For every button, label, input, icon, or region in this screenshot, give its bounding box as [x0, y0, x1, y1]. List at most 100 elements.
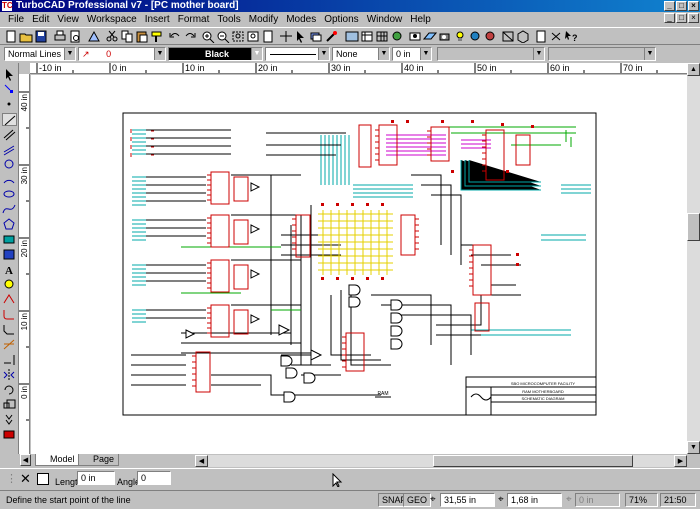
zoom-in-icon[interactable]: [201, 30, 215, 43]
rectangle-tool-icon[interactable]: [2, 233, 17, 246]
trim-tool-icon[interactable]: [2, 338, 17, 351]
menu-edit[interactable]: Edit: [32, 13, 50, 25]
horizontal-scrollbar[interactable]: ◀ ▶: [195, 455, 687, 467]
horizontal-scroll-thumb[interactable]: [433, 455, 633, 467]
menu-modes[interactable]: Modes: [286, 13, 317, 25]
zoom-extents-icon[interactable]: [246, 30, 260, 43]
page-setup-icon[interactable]: [534, 30, 548, 43]
menu-workspace[interactable]: Workspace: [86, 13, 137, 25]
library-icon[interactable]: [360, 30, 374, 43]
new-file-icon[interactable]: [4, 30, 18, 43]
context-help-icon[interactable]: ?: [564, 30, 578, 43]
open-folder-icon[interactable]: [19, 30, 33, 43]
doc-close-button[interactable]: ×: [688, 13, 699, 23]
length-field[interactable]: 0 in: [77, 471, 115, 485]
dimension-tool-icon[interactable]: [2, 278, 17, 291]
menu-tools[interactable]: Tools: [217, 13, 241, 25]
menu-view[interactable]: View: [57, 13, 79, 25]
menu-options[interactable]: Options: [324, 13, 359, 25]
parallel-line-icon[interactable]: [2, 143, 17, 156]
mirror-tool-icon[interactable]: [2, 368, 17, 381]
hatch-tool-icon[interactable]: [2, 248, 17, 261]
symbol-tool-icon[interactable]: [2, 293, 17, 306]
select-tool-icon[interactable]: [2, 68, 17, 81]
layer-dropdown[interactable]: ▼: [437, 47, 545, 61]
minimize-button[interactable]: _: [664, 1, 675, 11]
menu-insert[interactable]: Insert: [144, 13, 170, 25]
snap-toggle[interactable]: SNAP: [378, 493, 411, 507]
turbocad-app-icon[interactable]: TC: [2, 1, 13, 11]
extend-tool-icon[interactable]: [2, 353, 17, 366]
menu-format[interactable]: Format: [177, 13, 210, 25]
fill-dropdown[interactable]: None ▼: [332, 47, 390, 61]
style-dropdown[interactable]: ▼: [548, 47, 656, 61]
render-icon[interactable]: [390, 30, 404, 43]
table-icon[interactable]: [37, 473, 49, 485]
format-painter-icon[interactable]: [150, 30, 164, 43]
line-pattern-dropdown[interactable]: ▼: [265, 47, 330, 61]
view-icon[interactable]: [408, 30, 422, 43]
geo-toggle[interactable]: GEO: [403, 493, 432, 507]
zoom-out-icon[interactable]: [216, 30, 230, 43]
pan-icon[interactable]: [279, 30, 293, 43]
fillet-tool-icon[interactable]: [2, 308, 17, 321]
grid-icon[interactable]: [375, 30, 389, 43]
copy-icon[interactable]: [120, 30, 134, 43]
measure-tool-icon[interactable]: [2, 428, 17, 441]
scroll-right-arrow-icon[interactable]: ▶: [674, 455, 687, 467]
vertical-scrollbar[interactable]: ▲ ▼: [687, 63, 700, 454]
scroll-down-arrow-icon[interactable]: ▼: [687, 441, 700, 454]
tab-model[interactable]: Model: [35, 454, 80, 466]
camera-icon[interactable]: [438, 30, 452, 43]
zoom-window-icon[interactable]: [231, 30, 245, 43]
node-select-icon[interactable]: [2, 83, 17, 96]
workplane-icon[interactable]: [423, 30, 437, 43]
close-button[interactable]: ×: [688, 1, 699, 11]
color-dropdown[interactable]: Black ▼: [168, 47, 263, 61]
schematic-drawing[interactable]: SBO MICROCOMPUTER FACILITY RAM MOTHERBOA…: [31, 75, 687, 454]
maximize-button[interactable]: □: [676, 1, 687, 11]
undo-icon[interactable]: [168, 30, 182, 43]
point-tool-icon[interactable]: [2, 98, 17, 111]
polygon-tool-icon[interactable]: [2, 218, 17, 231]
menu-help[interactable]: Help: [410, 13, 431, 25]
array-tool-icon[interactable]: [2, 413, 17, 426]
wireframe-icon[interactable]: [516, 30, 530, 43]
text-tool-icon[interactable]: A: [2, 263, 17, 276]
scroll-up-arrow-icon[interactable]: ▲: [687, 63, 700, 76]
thickness-dropdown[interactable]: 0 in ▼: [392, 47, 432, 61]
tab-page[interactable]: Page: [78, 454, 120, 466]
curve-tool-icon[interactable]: [2, 203, 17, 216]
menu-file[interactable]: File: [8, 13, 25, 25]
vertical-scroll-thumb[interactable]: [687, 213, 700, 241]
zoom-page-icon[interactable]: [261, 30, 275, 43]
line-style-dropdown[interactable]: Normal Lines ▼: [4, 47, 76, 61]
redo-icon[interactable]: [183, 30, 197, 43]
shaded-icon[interactable]: [483, 30, 497, 43]
drafting-icon[interactable]: [87, 30, 101, 43]
scale-tool-icon[interactable]: [2, 398, 17, 411]
layers-icon[interactable]: [309, 30, 323, 43]
cut-icon[interactable]: [105, 30, 119, 43]
line-width-dropdown[interactable]: ↗ 0 ▼: [78, 47, 166, 61]
y-coordinate-field[interactable]: 1,68 in: [507, 493, 562, 507]
rotate-tool-icon[interactable]: [2, 383, 17, 396]
menu-window[interactable]: Window: [366, 13, 403, 25]
double-line-icon[interactable]: [2, 128, 17, 141]
line-tool-icon[interactable]: [2, 113, 17, 126]
arc-tool-icon[interactable]: [2, 173, 17, 186]
color-picker-icon[interactable]: [324, 30, 338, 43]
circle-tool-icon[interactable]: [2, 158, 17, 171]
light-icon[interactable]: [453, 30, 467, 43]
scroll-left-arrow-icon[interactable]: ◀: [195, 455, 208, 467]
explorer-icon[interactable]: [345, 30, 359, 43]
angle-field[interactable]: 0: [137, 471, 171, 485]
print-icon[interactable]: [53, 30, 67, 43]
cancel-x-icon[interactable]: ✕: [20, 471, 31, 486]
print-preview-icon[interactable]: [68, 30, 82, 43]
x-coordinate-field[interactable]: 31,55 in: [440, 493, 495, 507]
doc-minimize-button[interactable]: _: [664, 13, 675, 23]
paste-icon[interactable]: [135, 30, 149, 43]
material-icon[interactable]: [468, 30, 482, 43]
ellipse-tool-icon[interactable]: [2, 188, 17, 201]
